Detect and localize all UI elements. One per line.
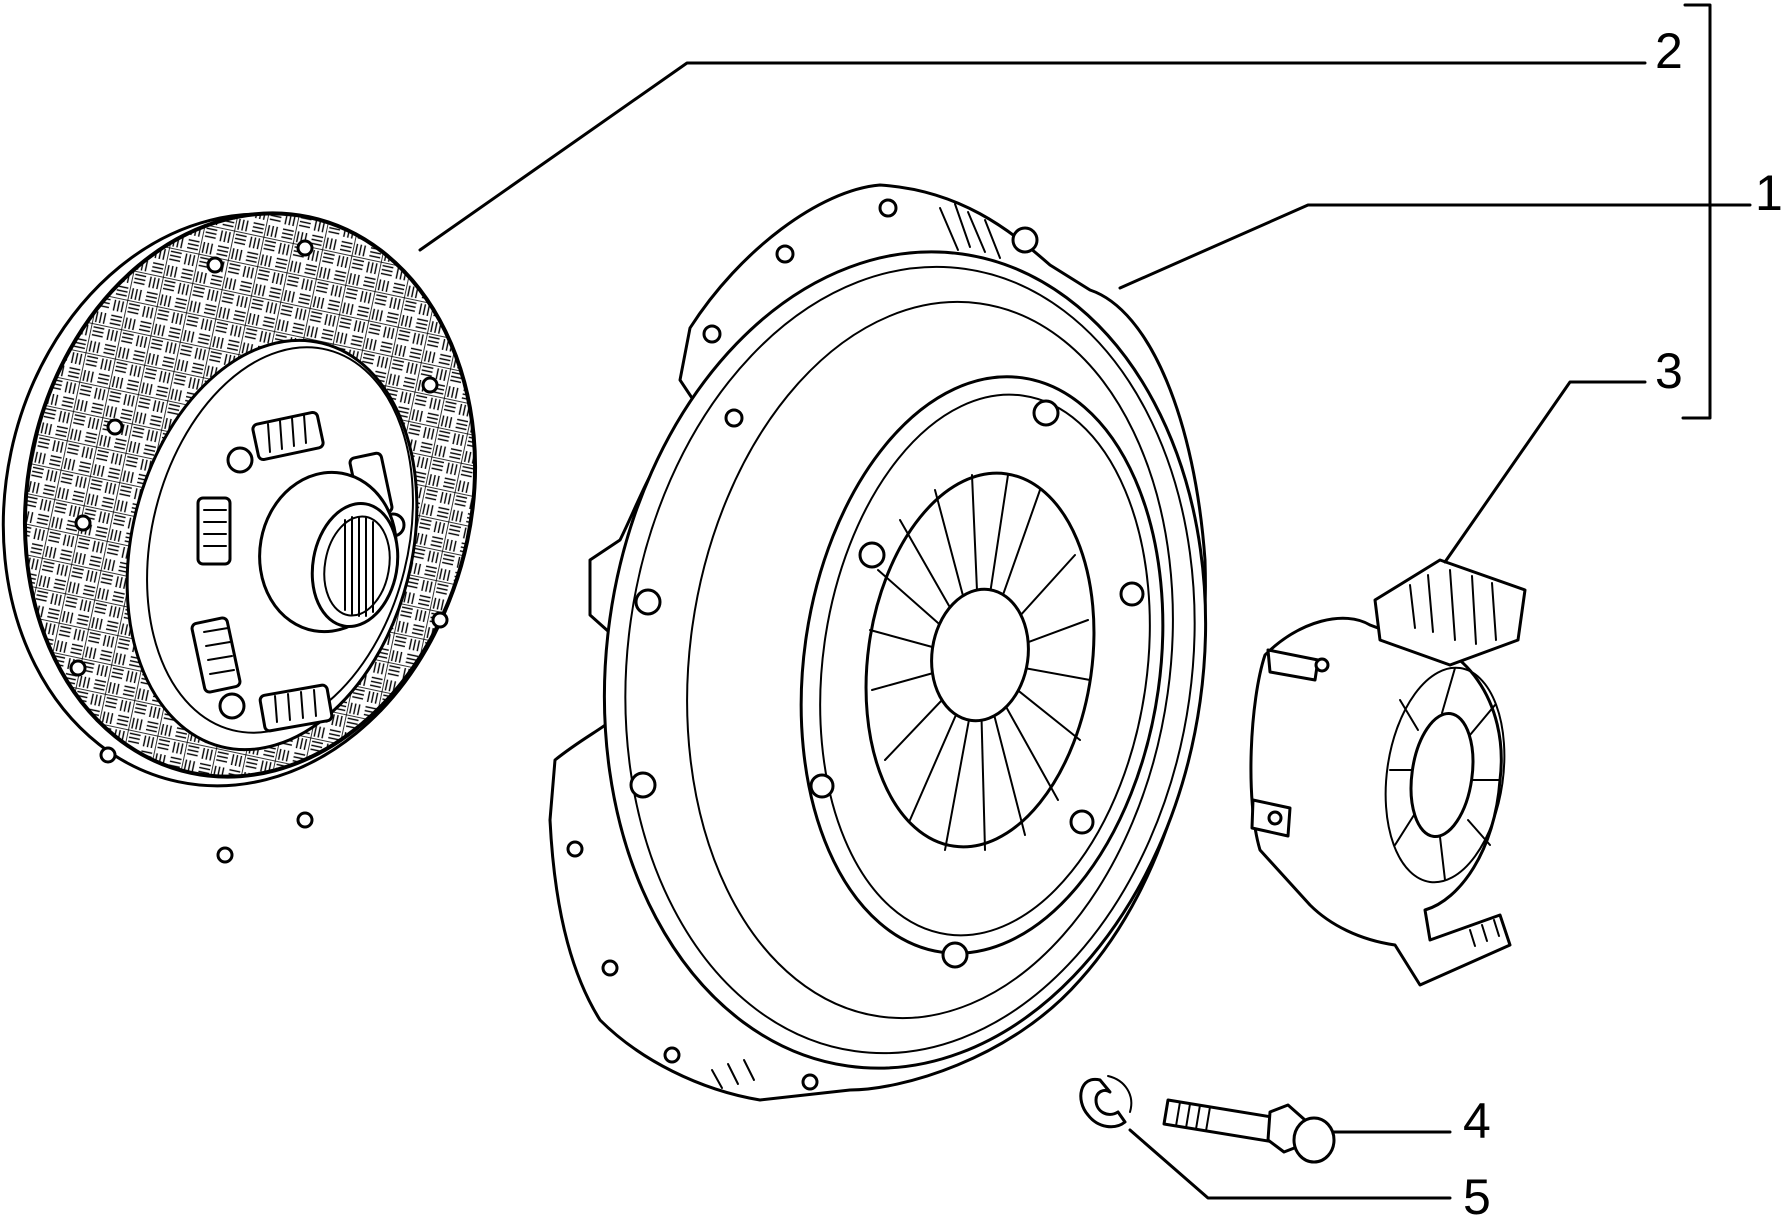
callout-5: 5	[1463, 1169, 1491, 1216]
callout-1: 1	[1755, 165, 1783, 221]
flange-holes	[566, 198, 1039, 1091]
clutch-disc	[1, 211, 478, 864]
callout-4: 4	[1463, 1093, 1491, 1149]
cover-rivets	[629, 399, 1145, 969]
release-bearing	[1249, 558, 1527, 987]
leader-lines	[418, 3, 1752, 1200]
callout-labels: 2 1 3 4 5	[1463, 23, 1783, 1216]
callout-2: 2	[1655, 23, 1683, 79]
pressure-plate-cover	[548, 183, 1208, 1102]
bolt	[1162, 1098, 1336, 1164]
damper-springs	[190, 410, 394, 733]
washer	[1079, 1075, 1133, 1129]
callout-3: 3	[1655, 343, 1683, 399]
disc-rivet-holes	[69, 239, 449, 864]
